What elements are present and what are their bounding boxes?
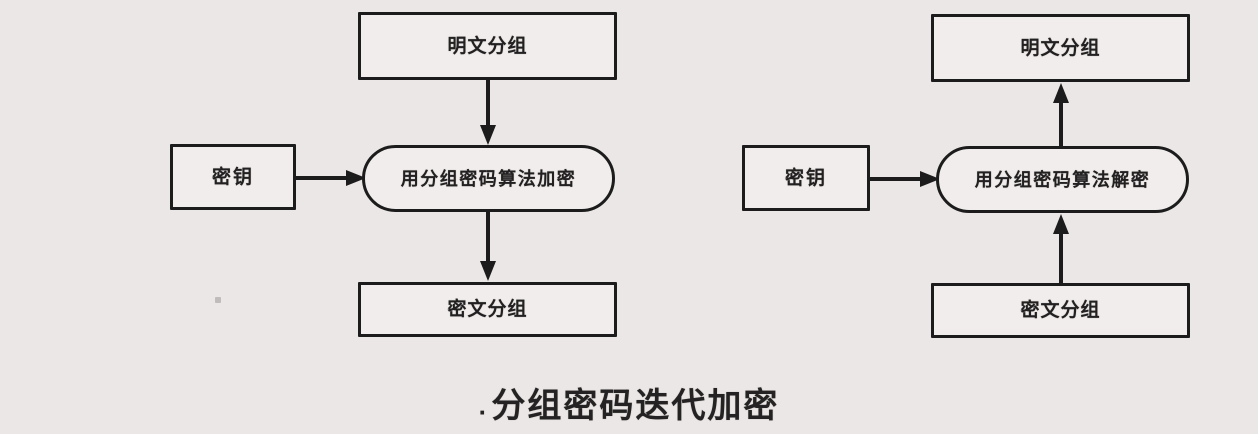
caption-bullet: · — [478, 397, 488, 427]
page-speck-artifact — [215, 297, 221, 303]
decryption-plaintext-box: 明文分组 — [931, 14, 1190, 82]
caption-text: 分组密码迭代加密 — [491, 386, 780, 425]
encryption-arrow-plaintext-to-process — [473, 80, 503, 146]
encryption-key-box: 密钥 — [170, 144, 296, 210]
encryption-process-label: 用分组密码算法加密 — [400, 168, 577, 189]
encryption-plaintext-label: 明文分组 — [447, 35, 528, 57]
decryption-arrow-ciphertext-to-process — [1046, 213, 1076, 283]
encryption-ciphertext-box: 密文分组 — [358, 282, 617, 337]
encryption-process-pill: 用分组密码算法加密 — [362, 145, 615, 212]
decryption-ciphertext-box: 密文分组 — [931, 283, 1190, 338]
caption: ·分组密码迭代加密 — [0, 378, 1258, 428]
decryption-process-pill: 用分组密码算法解密 — [936, 146, 1189, 213]
decryption-key-box: 密钥 — [742, 145, 870, 211]
decryption-ciphertext-label: 密文分组 — [1020, 300, 1101, 321]
decryption-arrow-key-to-process — [870, 164, 942, 194]
encryption-arrow-key-to-process — [296, 163, 368, 193]
decryption-plaintext-label: 明文分组 — [1020, 37, 1101, 59]
decryption-process-label: 用分组密码算法解密 — [974, 169, 1151, 190]
encryption-arrow-process-to-ciphertext — [473, 212, 503, 282]
encryption-ciphertext-label: 密文分组 — [447, 299, 528, 320]
encryption-key-label: 密钥 — [211, 166, 254, 188]
decryption-arrow-process-to-plaintext — [1046, 82, 1076, 148]
decryption-key-label: 密钥 — [784, 167, 827, 189]
encryption-plaintext-box: 明文分组 — [358, 12, 617, 80]
